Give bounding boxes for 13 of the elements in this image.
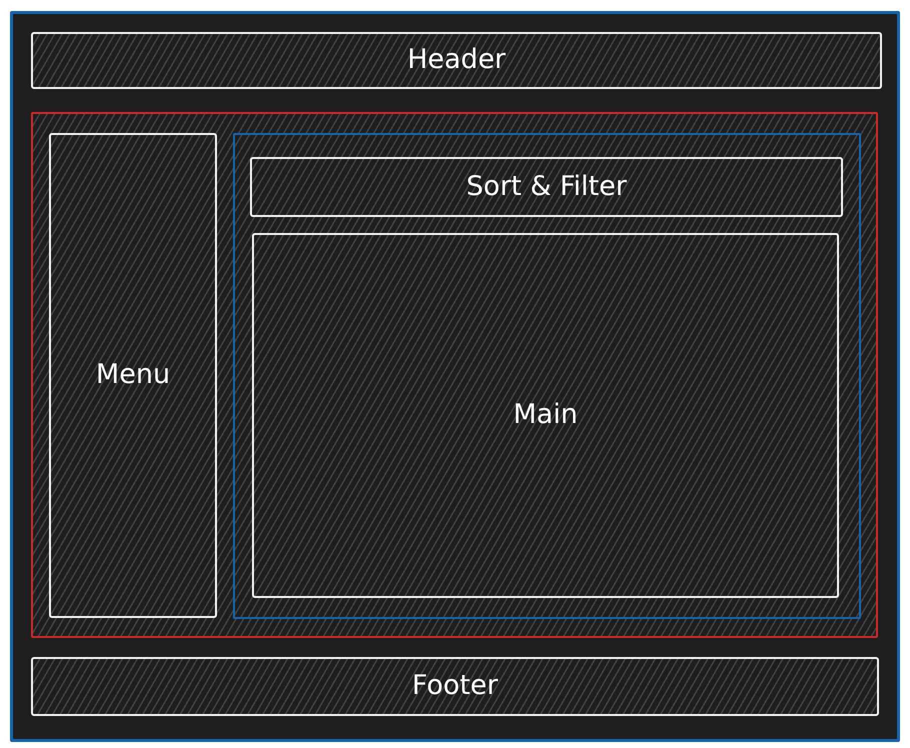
layout-region: [31, 657, 879, 716]
container-frame: [10, 11, 900, 742]
layout-region: [49, 133, 217, 618]
region-label: Footer: [412, 670, 498, 703]
region-label: Main: [513, 399, 578, 432]
region-label: Menu: [96, 359, 170, 392]
region-label: Sort & Filter: [466, 170, 627, 204]
layout-region: [250, 157, 843, 217]
container-frame: [233, 133, 861, 619]
container-frame: [31, 112, 878, 638]
layout-region: [31, 32, 882, 89]
layout-region: [252, 233, 839, 598]
region-label: Header: [407, 44, 506, 77]
